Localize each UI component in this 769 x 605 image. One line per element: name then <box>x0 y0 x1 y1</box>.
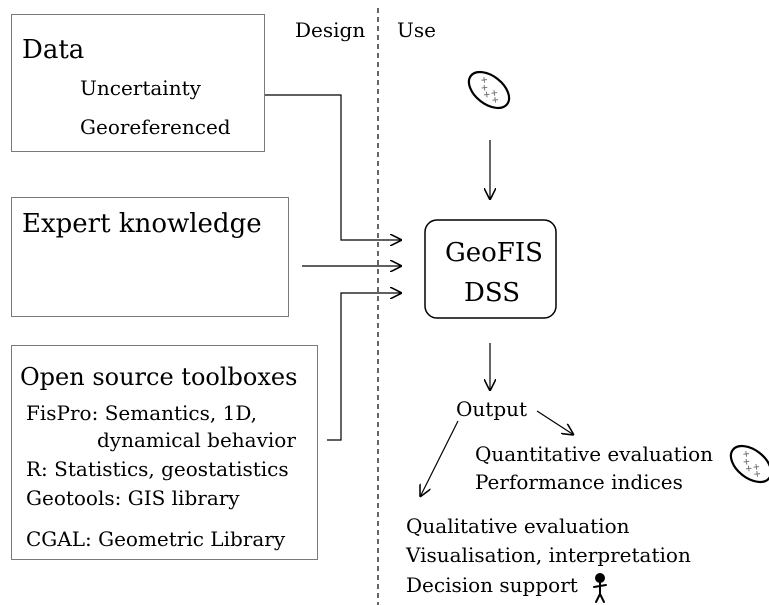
arrow-output-to-qualitative <box>420 420 459 497</box>
visualisation-interpretation-label: Visualisation, interpretation <box>406 543 691 567</box>
person-icon <box>593 572 607 603</box>
data-ellipse-icon <box>723 437 769 491</box>
geofis-label: GeoFIS <box>445 238 543 268</box>
data-box-title: Data <box>22 35 85 65</box>
qualitative-evaluation-label: Qualitative evaluation <box>406 514 630 538</box>
decision-support-label: Decision support <box>406 573 578 597</box>
toolboxes-box <box>11 345 318 560</box>
phase-label-use: Use <box>397 18 436 42</box>
data-box <box>11 14 265 152</box>
toolbox-line-cgal: CGAL: Geometric Library <box>26 527 286 551</box>
expert-knowledge-title: Expert knowledge <box>22 209 262 239</box>
arrow-output-to-quantitative <box>536 410 574 435</box>
toolbox-line-geotools: Geotools: GIS library <box>26 486 240 510</box>
toolbox-line-r: R: Statistics, geostatistics <box>26 457 289 481</box>
toolboxes-title: Open source toolboxes <box>20 363 298 391</box>
data-ellipse-icon <box>461 63 517 117</box>
quantitative-evaluation-label: Quantitative evaluation <box>475 442 714 466</box>
dss-label: DSS <box>464 278 521 308</box>
geofis-dss-box <box>424 219 557 319</box>
toolbox-line-fispro-cont: dynamical behavior <box>97 428 296 452</box>
arrow-toolbox-to-geofis <box>327 293 402 441</box>
toolbox-line-fispro: FisPro: Semantics, 1D, <box>26 401 258 425</box>
data-item-georeferenced: Georeferenced <box>80 115 231 139</box>
phase-label-design: Design <box>295 18 366 42</box>
performance-indices-label: Performance indices <box>475 470 683 494</box>
expert-knowledge-box <box>11 197 289 317</box>
arrow-data-to-geofis <box>247 94 402 240</box>
output-label: Output <box>456 397 528 421</box>
data-item-uncertainty: Uncertainty <box>80 76 201 100</box>
